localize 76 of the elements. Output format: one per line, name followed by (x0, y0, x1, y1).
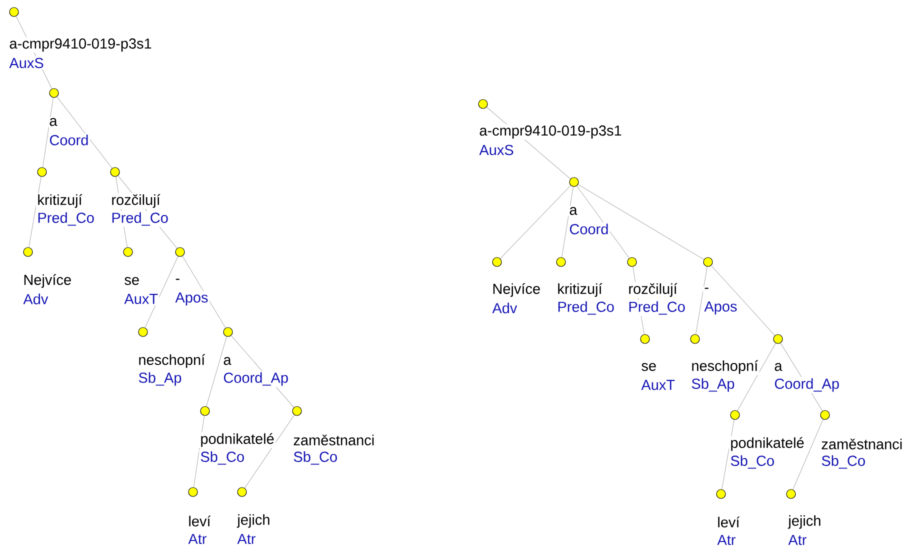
function-label: Sb_Co (729, 454, 776, 470)
function-label: Coord_Ap (222, 371, 290, 387)
word-label: zaměstnanci (820, 438, 904, 450)
word-label: se (640, 362, 658, 372)
edge-line (780, 342, 823, 412)
function-label: Sb_Co (199, 450, 246, 466)
edge-line (710, 265, 776, 336)
word-label: a-cmpr9410-019-p3s1 (8, 37, 153, 53)
word-label: se (123, 276, 141, 286)
edge-line (56, 96, 112, 168)
edge-line (632, 266, 644, 335)
function-label: Atr (716, 534, 737, 546)
edge-line (28, 176, 42, 248)
word-label: - (703, 286, 710, 294)
edge-line (118, 175, 178, 249)
word-label: leví (187, 514, 212, 528)
function-label: Pred_Co (627, 300, 686, 316)
edge-line (722, 419, 734, 490)
word-label: podnikatelé (729, 436, 806, 452)
function-label: Atr (187, 532, 208, 546)
word-label: kritizují (36, 193, 84, 209)
word-label: a (222, 356, 232, 366)
edge-line (16, 16, 52, 89)
edge-line (578, 184, 704, 260)
edge-line (576, 186, 630, 258)
edge-line (500, 185, 571, 259)
function-label: Adv (491, 302, 518, 314)
word-label: Nejvíce (491, 282, 542, 298)
function-label: Apos (174, 292, 210, 306)
function-label: AuxS (8, 56, 45, 70)
edge-line (144, 256, 178, 328)
edge-line (561, 186, 574, 258)
function-label: Sb_Ap (137, 371, 183, 387)
function-label: Sb_Co (820, 454, 867, 470)
edge-line (115, 176, 128, 248)
function-label: Pred_Co (110, 211, 170, 227)
edge-line (696, 266, 708, 335)
function-label: Apos (703, 300, 738, 316)
word-label: Nejvíce (22, 273, 73, 289)
function-label: Sb_Co (292, 450, 339, 466)
word-label: jejich (787, 514, 822, 530)
function-label: AuxT (123, 292, 160, 306)
word-label: a (568, 206, 578, 216)
function-label: Coord (568, 222, 610, 236)
word-label: a-cmpr9410-019-p3s1 (478, 124, 623, 140)
function-label: Pred_Co (556, 300, 616, 316)
function-label: Coord (48, 134, 90, 146)
word-label: a (48, 117, 58, 127)
edge-line (182, 256, 226, 328)
edge-line (737, 342, 776, 412)
edge-line (244, 414, 295, 488)
edge-line (230, 335, 294, 408)
word-label: leví (716, 516, 741, 528)
function-label: Coord_Ap (773, 377, 840, 393)
edge-line (193, 415, 205, 488)
function-label: Atr (787, 534, 808, 546)
word-label: zaměstnanci (292, 434, 376, 446)
edge-line (792, 419, 824, 490)
edge-line (486, 106, 571, 180)
function-label: Atr (236, 532, 257, 546)
function-label: AuxS (478, 144, 515, 156)
word-label: - (174, 278, 182, 284)
word-label: a (773, 362, 784, 372)
word-label: neschopní (690, 359, 760, 375)
word-label: neschopní (137, 353, 206, 369)
function-label: Pred_Co (36, 211, 96, 227)
function-label: AuxT (640, 378, 676, 392)
edge-line (42, 97, 54, 168)
function-label: Adv (22, 292, 50, 306)
word-label: rozčilují (110, 193, 162, 209)
word-label: podnikatelé (199, 432, 276, 448)
function-label: Sb_Ap (690, 377, 736, 393)
word-label: jejich (236, 513, 272, 529)
word-label: kritizují (556, 282, 604, 298)
word-label: rozčilují (627, 282, 678, 298)
edge-line (206, 336, 227, 407)
